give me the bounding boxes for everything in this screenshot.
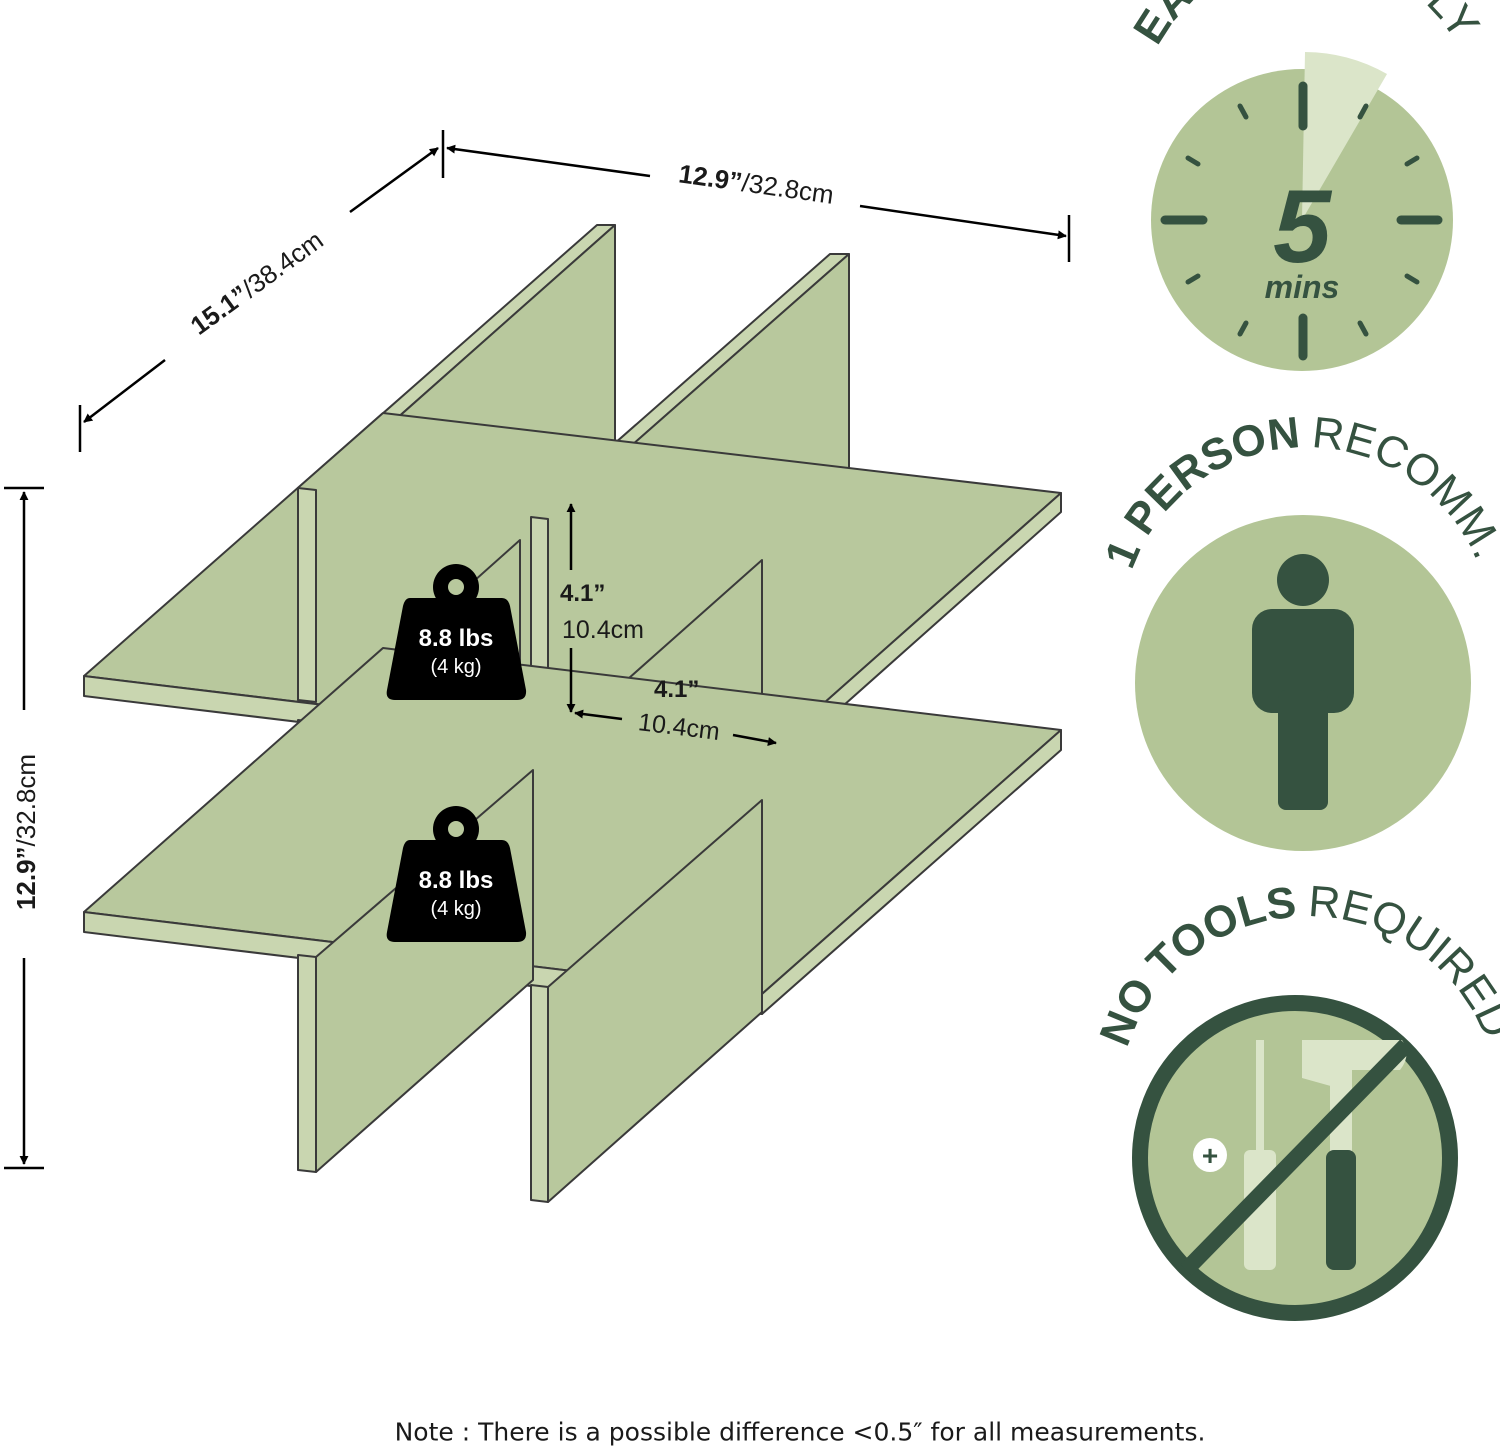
- person-icon: [1252, 554, 1354, 810]
- width-arrow-right: [859, 204, 1067, 240]
- no-tools-icon: +: [1132, 995, 1458, 1321]
- clock-icon: 5 mins: [1151, 52, 1453, 371]
- cubby-width-arrow-right: [732, 733, 777, 746]
- weight-lbs-top: 8.8 lbs: [419, 625, 494, 652]
- clock-number: 5: [1273, 169, 1333, 285]
- weight-lbs-bottom: 8.8 lbs: [419, 867, 494, 894]
- partition-a-front-edge-top: [297, 487, 317, 703]
- partition-b-lower-face: [547, 799, 763, 1203]
- partition-b-lower-edge: [530, 984, 549, 1203]
- hammer-icon: [1302, 1040, 1407, 1270]
- cubby-height-metric: 10.4cm: [562, 616, 644, 644]
- weight-kg-bottom: (4 kg): [430, 898, 481, 920]
- depth-arrow-top: [349, 146, 439, 214]
- width-arrow-left: [446, 144, 651, 178]
- weight-icon-top: 8.8 lbs (4 kg): [386, 564, 527, 700]
- weight-kg-top: (4 kg): [430, 656, 481, 678]
- partition-a-lower-edge: [297, 954, 317, 1173]
- clock-unit: mins: [1265, 269, 1340, 305]
- depth-label: 15.1”/38.4cm: [185, 225, 329, 341]
- dimension-lines: [4, 130, 1071, 1170]
- easy-assembly-badge: EASYASSEMBLY 5 mins: [1124, 0, 1489, 371]
- prohibition-slash: [1180, 1039, 1412, 1276]
- weight-icon-bottom: 8.8 lbs (4 kg): [386, 806, 527, 942]
- cubby-height-imperial: 4.1”: [560, 580, 605, 607]
- easy-assembly-title: EASYASSEMBLY: [1124, 0, 1488, 52]
- cubby-width-arrow-left: [574, 709, 623, 721]
- cubby-width-imperial: 4.1”: [654, 676, 699, 703]
- measurement-note: Note : There is a possible difference <0…: [394, 1417, 1206, 1447]
- width-label: 12.9”/32.8cm: [677, 158, 836, 209]
- no-tools-badge: NO TOOLSREQUIRED +: [1090, 877, 1500, 1321]
- svg-text:+: +: [1202, 1140, 1218, 1171]
- depth-arrow-bottom: [83, 359, 166, 423]
- cubby-organizer-diagram: [83, 224, 1062, 1203]
- height-label: 12.9”/32.8cm: [11, 754, 41, 910]
